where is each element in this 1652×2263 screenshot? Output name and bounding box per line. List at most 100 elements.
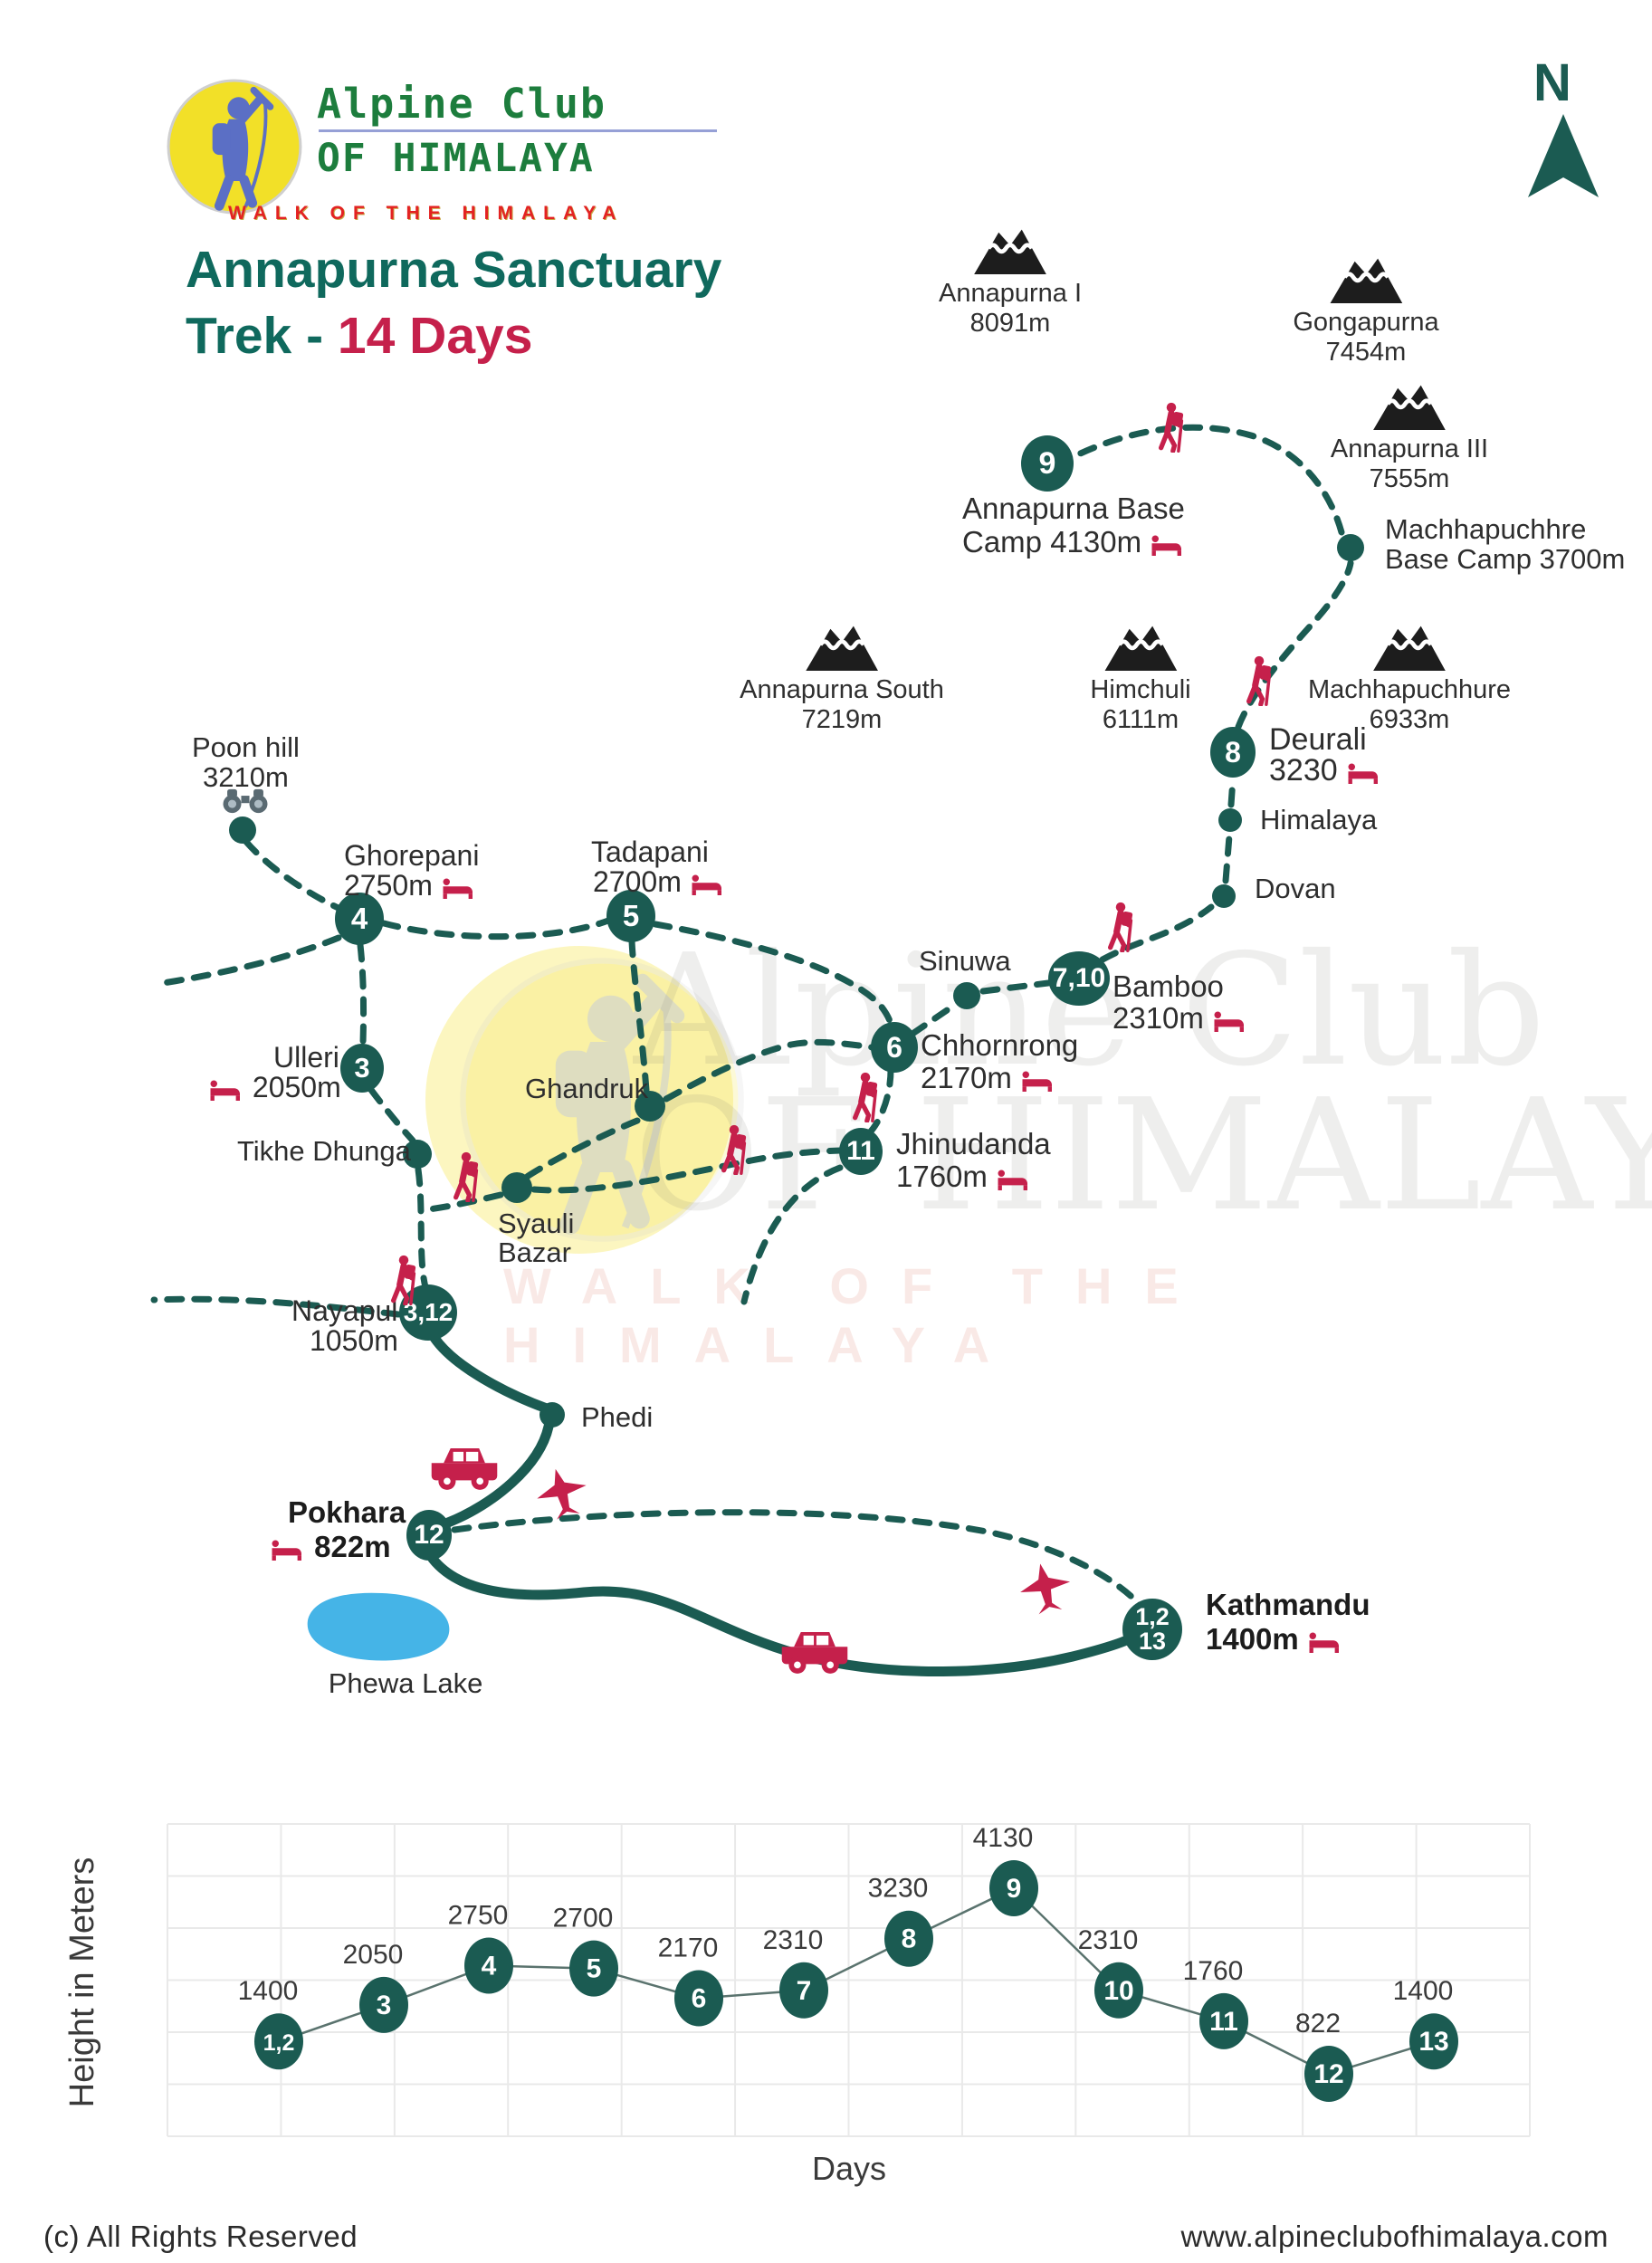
station-9-label-text: Annapurna Base bbox=[962, 492, 1185, 525]
station-11-label: Jhinudanda bbox=[896, 1127, 1051, 1161]
station-9-label-text: Camp 4130m bbox=[962, 525, 1142, 559]
station-day-3: 3 bbox=[340, 1044, 384, 1093]
chart-day-node bbox=[989, 1859, 1038, 1916]
chart-value-label: 4130 bbox=[973, 1823, 1034, 1853]
station-3-12-label-text: Nayapul bbox=[291, 1294, 398, 1327]
stop-dovan-label: Dovan bbox=[1255, 873, 1336, 905]
station-4-label-text: 2750m bbox=[344, 869, 433, 902]
mountain-elevation: 7219m bbox=[801, 705, 883, 734]
chart-day-number: 7 bbox=[797, 1976, 812, 2006]
mountain-elevation: 7555m bbox=[1369, 464, 1450, 493]
station-1-2-13-label: Kathmandu bbox=[1206, 1588, 1370, 1622]
trek-trail-dashed bbox=[909, 1003, 956, 1037]
trek-trail-dashed bbox=[357, 941, 368, 1046]
chart-value-label: 2750 bbox=[448, 1901, 509, 1931]
stop-poon-hill-label-text: 3210m bbox=[203, 761, 289, 793]
stop-poon-hill-label-text: Poon hill bbox=[192, 731, 300, 763]
title-line1: Annapurna Sanctuary bbox=[186, 241, 722, 299]
station-6-label: Chhornrong bbox=[921, 1028, 1078, 1063]
chart-day-node bbox=[884, 1910, 933, 1967]
station-3-12-label: Nayapul bbox=[291, 1294, 397, 1328]
chart-day-number: 1,2 bbox=[263, 2030, 295, 2056]
station-11-label-text: Jhinudanda bbox=[896, 1127, 1051, 1160]
chart-day-node bbox=[1409, 2013, 1458, 2070]
mountain-elevation: 8091m bbox=[969, 309, 1051, 338]
station-day-12: 12 bbox=[406, 1510, 452, 1561]
station-7-10-label: Bamboo bbox=[1112, 969, 1224, 1004]
stop-dovan-label-text: Dovan bbox=[1255, 873, 1336, 904]
station-9-label: Annapurna Base bbox=[962, 492, 1185, 526]
chart-day-number: 10 bbox=[1103, 1976, 1133, 2006]
stop-phedi-label-text: Phedi bbox=[581, 1401, 654, 1433]
station-3-12-label-text: 1050m bbox=[310, 1324, 398, 1357]
chart-x-axis-label: Days bbox=[812, 2150, 886, 2187]
station-6-label-text: 2170m bbox=[921, 1061, 1012, 1094]
chart-day-node bbox=[779, 1962, 828, 2019]
station-5-label-text: 2700m bbox=[593, 865, 682, 898]
station-day-3-12: 3,12 bbox=[399, 1284, 457, 1341]
compass-arrow-icon bbox=[1528, 114, 1599, 197]
station-11-label: 1760m bbox=[896, 1160, 1032, 1194]
trek-trail-dashed bbox=[1099, 903, 1215, 963]
trek-trail-dashed bbox=[1071, 424, 1345, 536]
mountain-name: Annapurna III bbox=[1330, 434, 1489, 463]
station-5-label: Tadapani bbox=[591, 835, 709, 869]
station-12-label-text: Pokhara bbox=[288, 1495, 406, 1529]
station-4-label-text: Ghorepani bbox=[344, 839, 480, 872]
mountain-name: Himchuli bbox=[1090, 675, 1191, 704]
chart-value-label: 1760 bbox=[1183, 1956, 1244, 1986]
station-9-label: Camp 4130m bbox=[962, 525, 1186, 559]
station-12-label-text: 822m bbox=[314, 1530, 391, 1563]
stop-phedi-label: Phedi bbox=[581, 1401, 653, 1434]
station-3-12-label: 1050m bbox=[310, 1324, 398, 1358]
chart-day-node bbox=[359, 1976, 408, 2033]
chart-value-label: 2050 bbox=[343, 1940, 404, 1970]
trek-trail-dashed bbox=[865, 1066, 894, 1137]
chart-day-number: 8 bbox=[902, 1924, 917, 1954]
station-3-label-text: Ulleri bbox=[273, 1041, 339, 1074]
chart-day-node bbox=[674, 1970, 723, 2027]
phewa-lake-label: Phewa Lake bbox=[328, 1667, 483, 1699]
mountain-elevation: 6933m bbox=[1369, 705, 1450, 734]
road-solid bbox=[443, 1421, 554, 1528]
station-day-8: 8 bbox=[1210, 727, 1256, 778]
trek-trail-dashed bbox=[415, 1166, 429, 1291]
station-3-label: 2050m bbox=[208, 1071, 341, 1104]
trek-trail-dashed bbox=[1222, 833, 1233, 884]
station-8-label: 3230 bbox=[1269, 753, 1382, 788]
station-1-2-13-label-text: 1400m bbox=[1206, 1622, 1299, 1656]
station-6-label-text: Chhornrong bbox=[921, 1028, 1079, 1062]
stop-poon-hill-label: 3210m bbox=[203, 761, 289, 794]
stop-ghandruk-label-text: Ghandruk bbox=[525, 1073, 649, 1104]
station-7-10-label: 2310m bbox=[1112, 1001, 1248, 1036]
station-1-2-13-label: 1400m bbox=[1206, 1622, 1343, 1657]
chart-value-label: 3230 bbox=[868, 1874, 929, 1904]
trek-trail-dashed bbox=[1227, 776, 1237, 808]
chart-day-number: 3 bbox=[377, 1991, 392, 2020]
road-solid bbox=[429, 1332, 552, 1414]
stop-machhapuchhre-base-camp-label: Machhapuchhre bbox=[1385, 513, 1586, 546]
chart-day-node bbox=[1094, 1962, 1143, 2019]
station-1-2-13-label-text: Kathmandu bbox=[1206, 1588, 1370, 1621]
stop-sinuwa-label: Sinuwa bbox=[919, 945, 1011, 978]
chart-value-label: 822 bbox=[1295, 2009, 1341, 2039]
chart-value-label: 1400 bbox=[238, 1976, 299, 2006]
chart-day-node bbox=[464, 1937, 513, 1994]
logo-tagline: WALK OF THE HIMALAYA bbox=[228, 203, 625, 224]
station-5-label: 2700m bbox=[593, 865, 726, 899]
station-day-7-10: 7,10 bbox=[1048, 951, 1110, 1006]
chart-value-label: 1400 bbox=[1393, 1976, 1454, 2006]
stop-sinuwa bbox=[953, 982, 980, 1009]
trek-trail-dashed bbox=[1235, 559, 1354, 730]
logo-subtitle: OF HIMALAYA bbox=[317, 136, 595, 181]
stop-sinuwa-label-text: Sinuwa bbox=[919, 945, 1011, 977]
stop-himalaya-label-text: Himalaya bbox=[1260, 804, 1378, 835]
compass-north-label: N bbox=[1533, 53, 1571, 112]
stop-syauli-bazar-label: Syauli bbox=[498, 1208, 574, 1240]
